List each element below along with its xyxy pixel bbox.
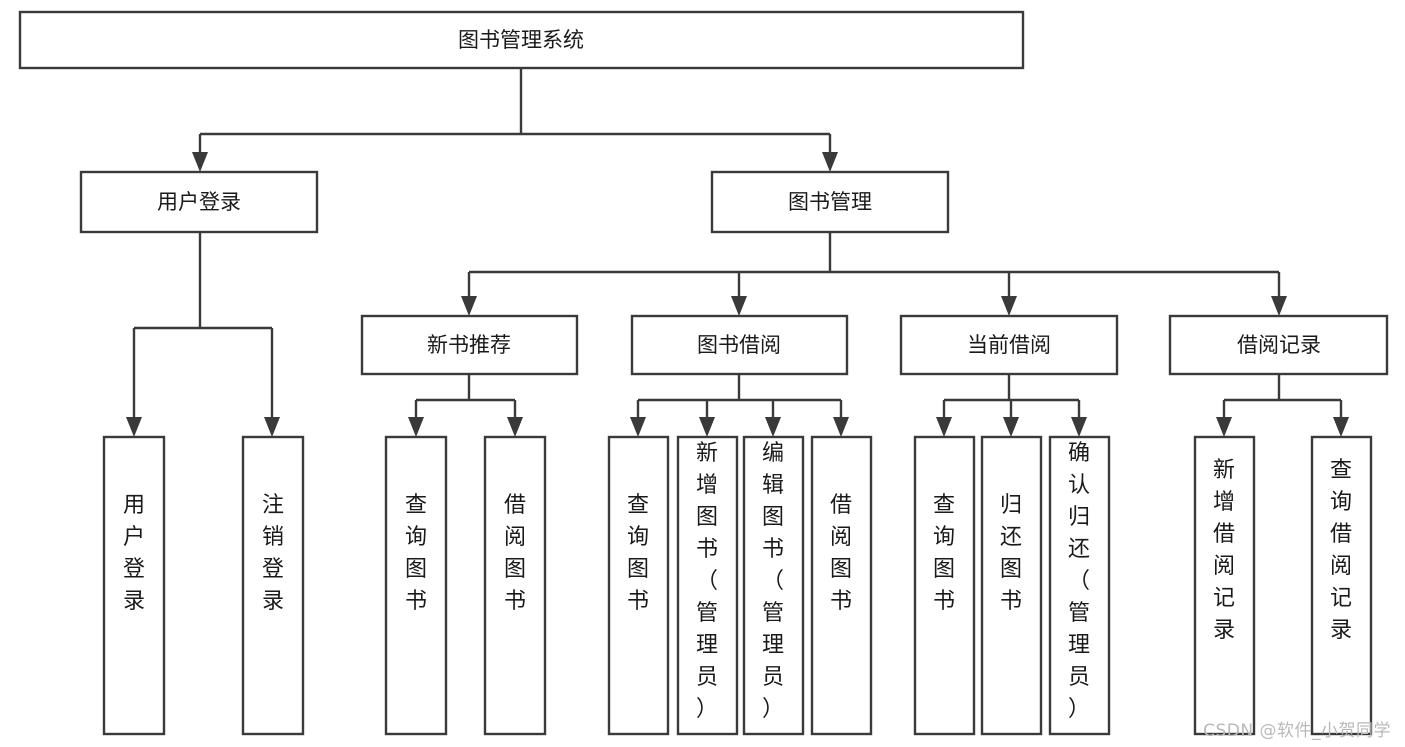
leaf-box[interactable] [1193, 435, 1256, 736]
arrow-head-icon [765, 417, 781, 437]
leaf-label: 查询图书 [405, 493, 427, 614]
leaf-box[interactable] [607, 435, 670, 736]
connector-book-manage-to-level3 [461, 232, 1287, 316]
leaf-box[interactable] [1310, 435, 1373, 736]
node-borrow-record-box[interactable] [1168, 314, 1389, 376]
leaf-node[interactable]: 查询图书 [913, 435, 976, 736]
leaf-box[interactable] [102, 435, 166, 736]
arrow-head-icon [264, 417, 280, 437]
leaf-label: 确认归还（管理员） [1068, 441, 1090, 722]
arrow-head-icon [1216, 417, 1232, 437]
node-current-borrow-label: 当前借阅 [967, 333, 1051, 357]
leaf-label: 注销登录 [262, 493, 284, 614]
arrow-head-icon [936, 417, 952, 437]
node-borrow-record-label: 借阅记录 [1237, 333, 1321, 357]
leaf-label: 查询图书 [627, 493, 649, 614]
leaf-node[interactable]: 确认归还（管理员） [1048, 435, 1111, 736]
arrow-head-icon [1001, 296, 1017, 316]
node-root[interactable]: 图书管理系统 [18, 10, 1025, 70]
node-new-book-recommend-label: 新书推荐 [427, 333, 511, 357]
leaf-label: 借阅图书 [830, 493, 852, 614]
arrow-head-icon [507, 417, 523, 437]
arrow-head-icon [833, 417, 849, 437]
arrow-head-icon [1071, 417, 1087, 437]
arrow-head-icon [1271, 296, 1287, 316]
connector-new-book-to-leaves [408, 374, 523, 437]
arrow-head-icon [408, 417, 424, 437]
leaf-node[interactable]: 查询图书 [607, 435, 670, 736]
leaf-box[interactable] [384, 435, 448, 736]
connector-book-borrow-to-leaves [630, 374, 849, 437]
leaf-box[interactable] [676, 435, 739, 736]
node-root-box[interactable] [18, 10, 1025, 70]
node-root-label: 图书管理系统 [458, 28, 584, 52]
node-current-borrow-box[interactable] [899, 314, 1119, 376]
leaf-node[interactable]: 注销登录 [241, 435, 305, 736]
node-borrow-record[interactable]: 借阅记录 [1168, 314, 1389, 376]
arrow-head-icon [192, 152, 208, 172]
leaf-label: 新增借阅记录 [1213, 458, 1235, 643]
arrow-head-icon [630, 417, 646, 437]
leaf-box[interactable] [913, 435, 976, 736]
leaf-node[interactable]: 新增借阅记录 [1193, 435, 1256, 736]
arrow-head-icon [461, 296, 477, 316]
node-book-borrow-label: 图书借阅 [697, 333, 781, 357]
leaf-box[interactable] [241, 435, 305, 736]
node-new-book-recommend-box[interactable] [360, 314, 579, 376]
leaf-node[interactable]: 查询图书 [384, 435, 448, 736]
arrow-head-icon [126, 417, 142, 437]
leaf-node[interactable]: 新增图书（管理员） [676, 435, 739, 736]
arrow-head-icon [1003, 417, 1019, 437]
node-user-login-box[interactable] [79, 170, 319, 234]
connector-borrow-record-to-leaves [1216, 374, 1349, 437]
leaf-node[interactable]: 查询借阅记录 [1310, 435, 1373, 736]
leaf-box[interactable] [1048, 435, 1111, 736]
node-book-manage-label: 图书管理 [788, 190, 872, 214]
leaf-node[interactable]: 借阅图书 [483, 435, 547, 736]
node-current-borrow[interactable]: 当前借阅 [899, 314, 1119, 376]
leaf-node[interactable]: 用户登录 [102, 435, 166, 736]
node-new-book-recommend[interactable]: 新书推荐 [360, 314, 579, 376]
leaf-label: 归还图书 [1000, 493, 1022, 614]
leaf-node[interactable]: 归还图书 [980, 435, 1043, 736]
node-book-manage-box[interactable] [710, 170, 950, 234]
node-book-borrow-box[interactable] [630, 314, 849, 376]
node-user-login-label: 用户登录 [157, 190, 241, 214]
node-book-borrow[interactable]: 图书借阅 [630, 314, 849, 376]
leaf-label: 借阅图书 [504, 493, 526, 614]
node-user-login[interactable]: 用户登录 [79, 170, 319, 234]
leaf-box[interactable] [980, 435, 1043, 736]
arrow-head-icon [699, 417, 715, 437]
arrow-head-icon [731, 296, 747, 316]
leaf-box[interactable] [483, 435, 547, 736]
arrow-head-icon [1333, 417, 1349, 437]
leaf-label: 用户登录 [123, 493, 145, 614]
leaf-label: 查询图书 [933, 493, 955, 614]
leaf-node[interactable]: 编辑图书（管理员） [742, 435, 805, 736]
leaf-label: 查询借阅记录 [1330, 458, 1352, 643]
leaf-box[interactable] [742, 435, 805, 736]
leaf-label: 新增图书（管理员） [696, 441, 718, 722]
leaf-label: 编辑图书（管理员） [762, 441, 784, 722]
leaf-node[interactable]: 借阅图书 [810, 435, 873, 736]
arrow-head-icon [822, 152, 838, 172]
connector-root-to-level2 [192, 68, 838, 172]
connector-user-login-to-leaves [126, 232, 280, 437]
node-book-manage[interactable]: 图书管理 [710, 170, 950, 234]
connector-current-borrow-to-leaves [936, 374, 1087, 437]
leaf-box[interactable] [810, 435, 873, 736]
